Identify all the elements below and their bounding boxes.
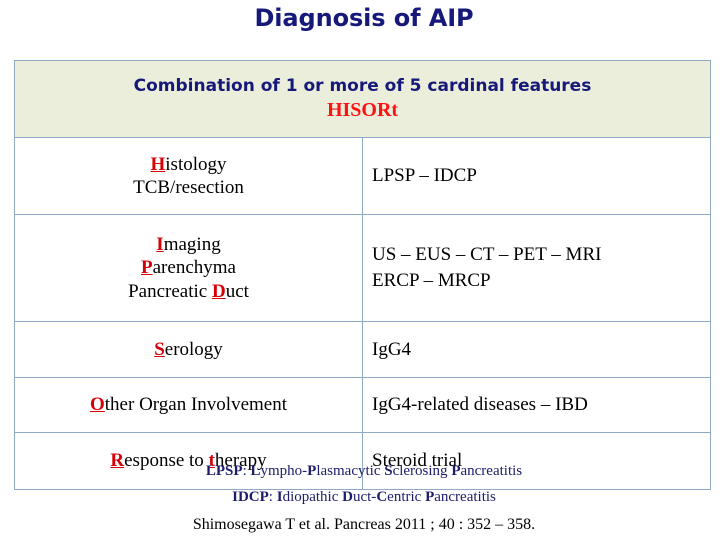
value-line: LPSP – IDCP	[372, 165, 477, 187]
value-cell-serology: IgG4	[362, 321, 711, 378]
table-header-row: Combination of 1 or more of 5 cardinal f…	[14, 60, 711, 138]
table-row: Imaging Parenchyma Pancreatic Duct US – …	[14, 214, 711, 322]
feature-line: Parenchyma	[141, 257, 236, 279]
header-band-line-1: Combination of 1 or more of 5 cardinal f…	[133, 75, 592, 96]
feature-cell-histology: Histology TCB/resection	[14, 137, 363, 215]
feature-line: Imaging	[156, 234, 221, 256]
feature-cell-imaging: Imaging Parenchyma Pancreatic Duct	[14, 214, 363, 322]
value-line: US – EUS – CT – PET – MRI	[372, 244, 602, 266]
feature-cell-response-to-therapy: Response to therapy	[14, 432, 363, 490]
value-cell-other-organ-involvement: IgG4-related diseases – IBD	[362, 377, 711, 433]
hisort-criteria-table: Combination of 1 or more of 5 cardinal f…	[14, 60, 711, 490]
footnote-reference-citation: Shimosegawa T et al. Pancreas 2011 ; 40 …	[192, 515, 536, 533]
value-line: IgG4	[372, 338, 412, 360]
footnote-block: LPSP: Lympho-Plasmacytic Sclerosing Panc…	[0, 459, 728, 538]
feature-cell-other-organ-involvement: Other Organ Involvement	[14, 377, 363, 433]
feature-line: Serology	[154, 338, 223, 360]
value-line: IgG4-related diseases – IBD	[372, 394, 588, 416]
feature-line: Other Organ Involvement	[90, 394, 287, 416]
value-line: Steroid trial	[372, 450, 463, 472]
header-band-cell: Combination of 1 or more of 5 cardinal f…	[14, 60, 711, 138]
table-row: Other Organ Involvement IgG4-related dis…	[14, 377, 711, 433]
footnote-lpsp: LPSP: Lympho-Plasmacytic Sclerosing Panc…	[205, 463, 523, 479]
value-cell-response-to-therapy: Steroid trial	[362, 432, 711, 490]
value-cell-imaging: US – EUS – CT – PET – MRI ERCP – MRCP	[362, 214, 711, 322]
feature-line: Histology	[150, 153, 227, 175]
footnote-idcp: IDCP: Idiopathic Duct-Centric Pancreatit…	[232, 488, 496, 505]
page-title: Diagnosis of AIP	[254, 4, 474, 32]
value-cell-histology: LPSP – IDCP	[362, 137, 711, 215]
table-row: Serology IgG4	[14, 321, 711, 378]
feature-line: TCB/resection	[133, 177, 244, 198]
feature-line: Response to therapy	[110, 450, 267, 472]
feature-cell-serology: Serology	[14, 321, 363, 378]
feature-line: Pancreatic Duct	[128, 280, 249, 302]
table-row: Histology TCB/resection LPSP – IDCP	[14, 137, 711, 215]
table-row: Response to therapy Steroid trial	[14, 432, 711, 490]
header-band-line-2-hisort: HISORt	[326, 99, 399, 122]
value-line: ERCP – MRCP	[372, 270, 491, 291]
